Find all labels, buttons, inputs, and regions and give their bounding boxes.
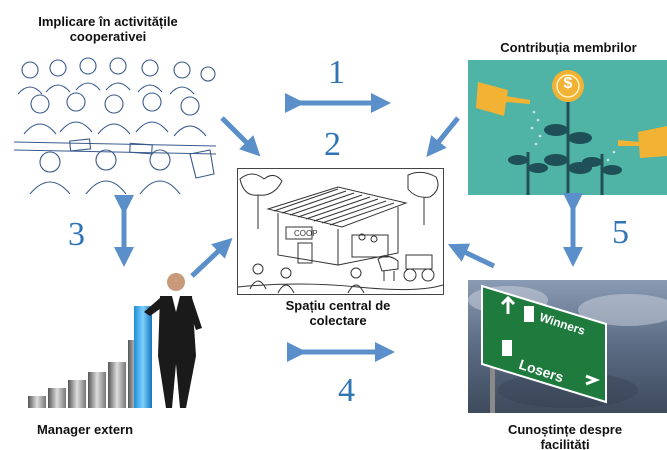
arrow-bottomleft-center <box>190 237 233 278</box>
manager-image <box>24 268 224 413</box>
label-spatiu-central: Spațiu central de colectare <box>285 298 391 328</box>
coop-sign: COOP <box>294 229 318 238</box>
number-5: 5 <box>612 214 629 251</box>
arrow-topright-center <box>426 116 460 157</box>
meeting-sketch-image <box>10 54 220 194</box>
number-4: 4 <box>338 372 355 409</box>
road-sign-image: Winners Losers <box>468 280 667 413</box>
collection-center-image: COOP <box>237 168 444 295</box>
number-3: 3 <box>68 216 85 253</box>
arrow-bottomright-center <box>447 243 496 269</box>
number-1: 1 <box>328 54 345 91</box>
label-implicare: Implicare în activitățile cooperativei <box>38 14 178 44</box>
label-cunostinte: Cunoștințe despre facilități <box>507 422 623 450</box>
label-manager-extern: Manager extern <box>36 422 134 437</box>
label-contributia: Contribuția membrilor <box>500 40 637 55</box>
coin-symbol: $ <box>563 75 573 92</box>
arrow-topleft-center <box>220 116 261 157</box>
number-2: 2 <box>324 126 341 163</box>
contribution-image: $ <box>468 60 667 195</box>
